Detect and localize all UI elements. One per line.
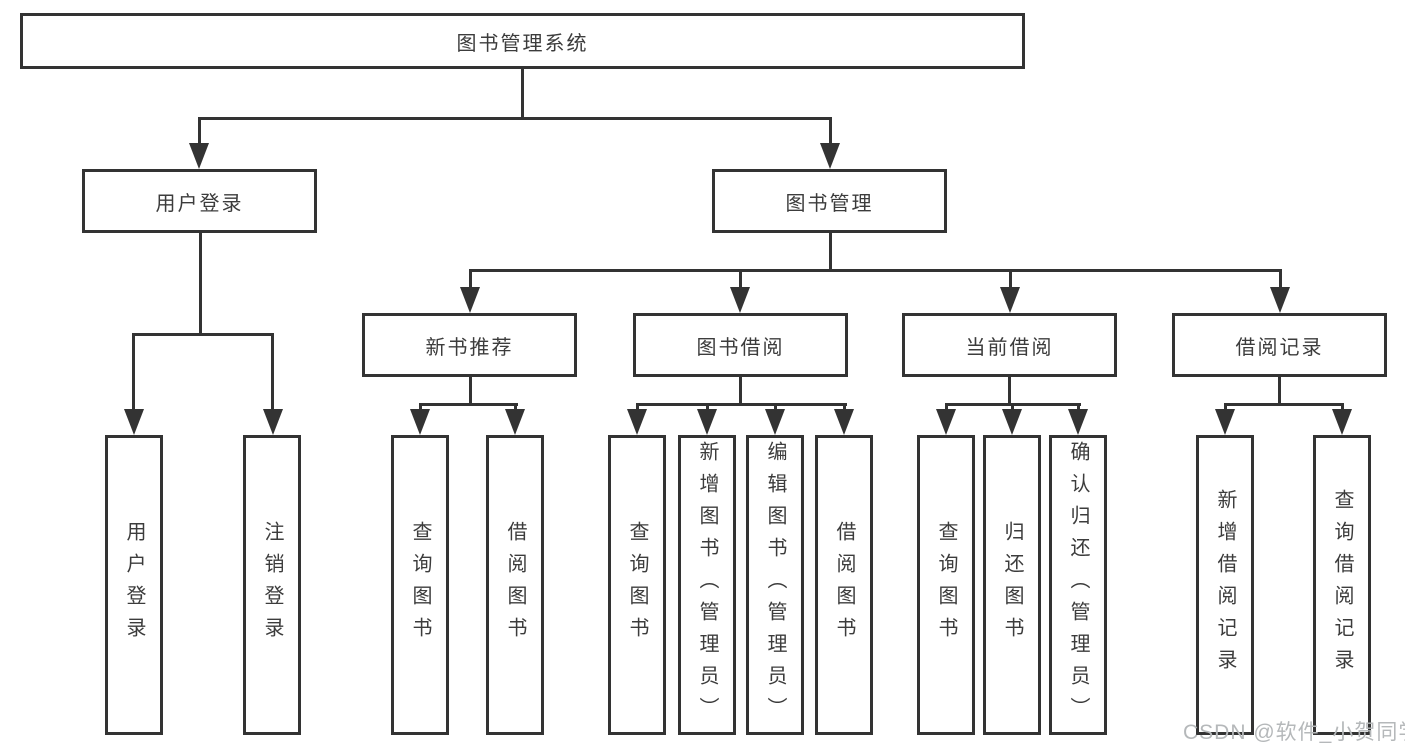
leaf-label: 确认归还（管理员） <box>1067 441 1089 729</box>
leaf-label: 查询借阅记录 <box>1331 489 1353 681</box>
leaf-label: 借阅图书 <box>833 521 855 649</box>
connector-line <box>829 233 832 271</box>
connector-line <box>636 403 847 406</box>
leaf-edit-book-admin: 编辑图书（管理员） <box>746 435 804 735</box>
csdn-watermark: CSDN @软件_小贺同学 <box>1183 721 1405 744</box>
leaf-label: 注销登录 <box>261 521 283 649</box>
connector-line <box>469 377 472 405</box>
connector-line <box>1008 377 1011 405</box>
arrowhead <box>834 409 854 435</box>
leaf-label: 查询图书 <box>626 521 648 649</box>
leaf-label: 查询图书 <box>409 521 431 649</box>
leaf-label: 编辑图书（管理员） <box>764 441 786 729</box>
leaf-add-borrow-record: 新增借阅记录 <box>1196 435 1254 735</box>
connector-line <box>469 269 1282 272</box>
arrowhead <box>1215 409 1235 435</box>
node-user-login: 用户登录 <box>82 169 317 233</box>
connector-line <box>419 403 518 406</box>
connector-line <box>469 269 472 289</box>
arrowhead <box>1068 409 1088 435</box>
node-current-borrowing: 当前借阅 <box>902 313 1117 377</box>
connector-line <box>199 233 202 335</box>
connector-line <box>1224 403 1344 406</box>
connector-line <box>739 269 742 289</box>
node-library-system: 图书管理系统 <box>20 13 1025 69</box>
leaf-label: 借阅图书 <box>504 521 526 649</box>
leaf-query-books-borrow: 查询图书 <box>608 435 666 735</box>
arrowhead <box>410 409 430 435</box>
leaf-query-books-current: 查询图书 <box>917 435 975 735</box>
leaf-add-book-admin: 新增图书（管理员） <box>678 435 736 735</box>
connector-line <box>829 117 832 145</box>
node-new-book-recommend: 新书推荐 <box>362 313 577 377</box>
connector-line <box>1278 377 1281 405</box>
node-book-management: 图书管理 <box>712 169 947 233</box>
arrowhead <box>460 287 480 313</box>
arrowhead <box>1270 287 1290 313</box>
connector-line <box>271 333 274 411</box>
leaf-borrow-books: 借阅图书 <box>815 435 873 735</box>
arrowhead <box>1002 409 1022 435</box>
arrowhead <box>765 409 785 435</box>
connector-line <box>521 68 524 120</box>
arrowhead <box>820 143 840 169</box>
leaf-logout: 注销登录 <box>243 435 301 735</box>
arrowhead <box>697 409 717 435</box>
node-borrowing-records: 借阅记录 <box>1172 313 1387 377</box>
connector-line <box>198 117 832 120</box>
leaf-label: 新增借阅记录 <box>1214 489 1236 681</box>
arrowhead <box>189 143 209 169</box>
arrowhead <box>627 409 647 435</box>
arrowhead <box>505 409 525 435</box>
leaf-query-borrow-record: 查询借阅记录 <box>1313 435 1371 735</box>
leaf-confirm-return-admin: 确认归还（管理员） <box>1049 435 1107 735</box>
leaf-label: 查询图书 <box>935 521 957 649</box>
connector-line <box>1009 269 1012 289</box>
arrowhead <box>1332 409 1352 435</box>
connector-line <box>132 333 135 411</box>
arrowhead <box>263 409 283 435</box>
leaf-label: 用户登录 <box>123 521 145 649</box>
leaf-label: 新增图书（管理员） <box>696 441 718 729</box>
leaf-query-books-recommend: 查询图书 <box>391 435 449 735</box>
leaf-label: 归还图书 <box>1001 521 1023 649</box>
arrowhead <box>936 409 956 435</box>
connector-line <box>198 117 201 145</box>
arrowhead <box>124 409 144 435</box>
arrowhead <box>1000 287 1020 313</box>
leaf-user-login: 用户登录 <box>105 435 163 735</box>
connector-line <box>1279 269 1282 289</box>
node-book-borrowing: 图书借阅 <box>633 313 848 377</box>
connector-line <box>132 333 274 336</box>
leaf-return-books: 归还图书 <box>983 435 1041 735</box>
connector-line <box>739 377 742 405</box>
arrowhead <box>730 287 750 313</box>
leaf-borrow-books-recommend: 借阅图书 <box>486 435 544 735</box>
